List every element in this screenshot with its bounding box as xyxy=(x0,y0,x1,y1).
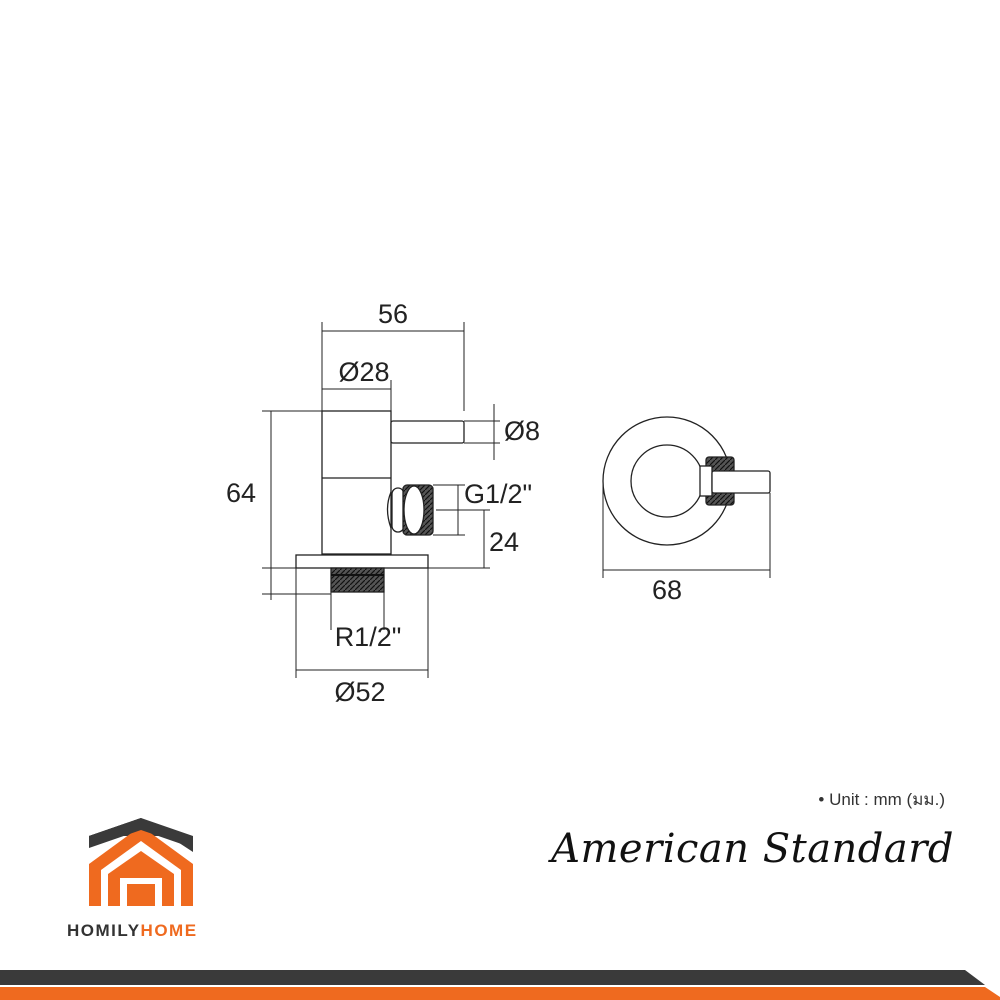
handle-stem xyxy=(390,420,465,444)
front-dimension-lines xyxy=(262,322,500,678)
dim-inlet-thread: R1/2" xyxy=(335,622,402,652)
homilyhome-wordmark: HOMILYHOME xyxy=(67,921,198,941)
side-dimension-lines xyxy=(602,481,771,578)
dim-outlet-height: 24 xyxy=(489,527,519,557)
wordmark-part2: HOME xyxy=(140,921,198,940)
unit-note: • Unit : mm (มม.) xyxy=(818,790,945,809)
side-handle xyxy=(711,470,771,494)
dim-body-diameter: Ø28 xyxy=(338,357,389,387)
american-standard-logo: American Standard xyxy=(551,826,954,872)
flange xyxy=(295,554,429,569)
side-view xyxy=(602,416,771,546)
dim-depth: 68 xyxy=(652,575,682,605)
body-circle xyxy=(630,444,704,518)
dim-handle-diameter: Ø8 xyxy=(504,416,540,446)
front-view xyxy=(295,410,465,593)
valve-body xyxy=(321,410,392,555)
dim-outlet-thread: G1/2" xyxy=(464,479,532,509)
inlet-thread xyxy=(330,567,385,593)
footer-orange-band xyxy=(0,987,1000,1000)
wordmark-part1: HOMILY xyxy=(67,921,141,940)
outlet-connector xyxy=(386,491,392,529)
footer-gray-band xyxy=(0,970,985,985)
dim-flange-diameter: Ø52 xyxy=(334,677,385,707)
dim-overall-length: 56 xyxy=(378,299,408,329)
house-logo-icon xyxy=(89,818,193,906)
dim-height: 64 xyxy=(226,478,256,508)
